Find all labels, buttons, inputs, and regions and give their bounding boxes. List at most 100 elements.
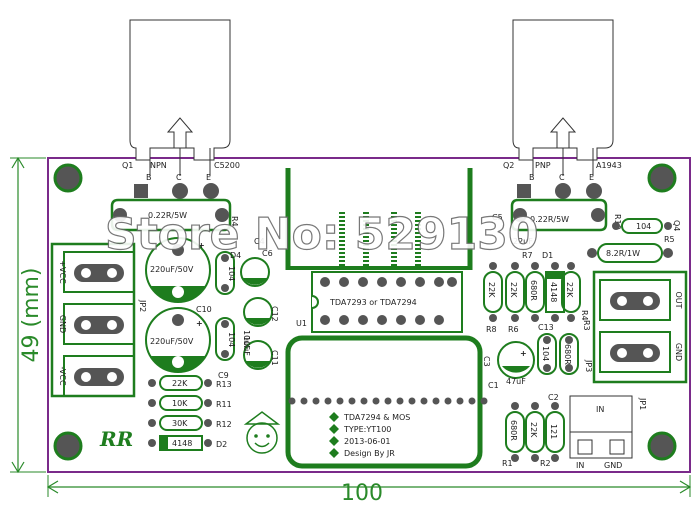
r4-top-ref: R4 [230,216,239,227]
q1-pad-e [203,183,219,199]
r13-ref: R13 [216,380,232,389]
resistor-r13: 22K R13 [148,375,232,391]
ic-u1: TDA7293 or TDA7294 U1 [296,271,463,333]
c11-ref: C11 [270,350,279,366]
info-line-1: TDA7294 & MOS [343,413,410,422]
resistor-r4-top: 0.22R/5W R4 [110,198,239,232]
c5-ref: C5 [492,213,503,222]
resistor-r6: 22K R6 [505,262,525,334]
jp3-ref: JP3 [584,359,593,372]
capacitor-c13: 104 C13 [537,323,557,375]
capacitor-c6: C6 [240,249,273,287]
r1-value: 680R [509,420,518,441]
r5-value: 8.2R/1W [606,249,640,258]
info-line-2: TYPE:YT100 [343,425,391,434]
capacitor-c12: C12 10uF [242,297,279,350]
q1-pad-c [172,183,188,199]
r4-top-value: 0.22R/5W [148,211,187,220]
connector-jp1: IN IN GND JP1 [569,395,647,470]
c2-ref: C2 [548,393,559,402]
q2-ref: Q2 [503,161,514,170]
jp2-pin-nvcc: -VCC [58,366,67,385]
rr-logo: RR [99,427,133,451]
q1-pin-c: C [176,173,182,182]
width-label: 100 [341,481,383,506]
jp1-pin-gnd: GND [604,461,622,470]
capacitor-c5: C5 22uF [492,213,533,246]
r3-value: 680R [563,344,572,365]
mount-hole-br [647,431,677,461]
r12-ref: R12 [216,420,232,429]
c3-value: 47uF [506,377,526,386]
capacitor-c10: + 220uF/50V C10 [145,305,212,373]
jp2-pin-gnd: GND [58,315,67,333]
width-dimension: 100 [46,475,692,506]
r6-ref: R6 [508,325,519,334]
capacitor-c3: + 47uF C3 [482,341,535,386]
resistor-r3: 680R [559,333,579,375]
c9-ref: C9 [218,371,229,380]
resistor-r7: 680R R7 [522,251,545,322]
r3-ref: R3 [582,320,591,331]
resistor-r11: 10K R11 [148,395,232,411]
store-watermark: Store No: 529130 [105,209,538,260]
d2-ref: D2 [216,440,227,449]
d4-ref: D4 [230,251,241,260]
resistor-r12: 30K R12 [148,415,232,431]
d1-ref: D1 [542,251,553,260]
jp2-ref: JP2 [138,299,147,312]
q2-pad-b [517,184,531,198]
r10-value: 0.22R/5W [530,215,569,224]
c4-ref: C4 [254,237,265,246]
svg-text:+: + [520,349,527,358]
q2-pin-c: C [559,173,565,182]
resistor-r10: 0.22R/5W R10 [510,198,622,232]
q2-pad-e [586,183,602,199]
resistor-r2: 22K R2 [525,402,551,468]
smiley-face-icon [243,411,281,454]
diode-d2: 4148 D2 [148,435,227,451]
c5-value: 22uF [513,237,533,246]
mounting-holes [53,163,677,461]
connector-jp2: +VCC GND -VCC JP2 [50,242,147,398]
d4-value: 104 [227,266,236,281]
r2-ref: R2 [540,459,551,468]
r13-value: 22K [172,379,188,388]
c13-value: 104 [541,346,550,361]
c12-ref: C12 [270,306,279,322]
r1-ref: R1 [502,459,513,468]
height-dimension: 49 (mm) [10,156,46,474]
mount-hole-bl [53,431,83,461]
ic-ref: U1 [296,319,307,328]
r8-value: 22K [487,282,496,298]
r8-ref: R8 [486,325,497,334]
transistor-q2: Q2 PNP A1943 B C E [503,19,622,199]
r6-value: 22K [509,282,518,298]
capacitor-d4: 104 D4 [215,251,241,295]
ic-pad-area [285,335,483,469]
c4-value: 220uF/50V [150,265,194,274]
resistor-r8: 22K R8 [483,262,503,334]
mount-hole-tl [53,163,83,193]
r4-ref: R4 [580,310,589,321]
c10-value: 220uF/50V [150,337,194,346]
resistor-r4: 22K R4 [561,262,589,322]
c3-ref: C3 [482,356,491,367]
q2-type: PNP [535,161,551,170]
q2-pin-b: B [529,173,535,182]
jp1-pin-in: IN [576,461,584,470]
d1-value: 4148 [549,282,558,302]
diode-d1: 4148 D1 [542,251,565,322]
q4-104: 104 [636,222,651,231]
jp2-pin-vcc: +VCC [58,260,67,284]
q1-pad-b [134,184,148,198]
capacitor-c9: 104 C9 [215,317,236,380]
info-block: TDA7294 & MOS TYPE:YT100 2013-06-01 Desi… [329,412,410,458]
q2-pad-c [555,183,571,199]
capacitor-c11: C11 10uF [242,336,279,370]
c2-value: 121 [549,424,558,439]
d2-value: 4148 [172,439,192,448]
ic-pins-bottom [320,315,444,325]
r12-value: 30K [172,419,188,428]
